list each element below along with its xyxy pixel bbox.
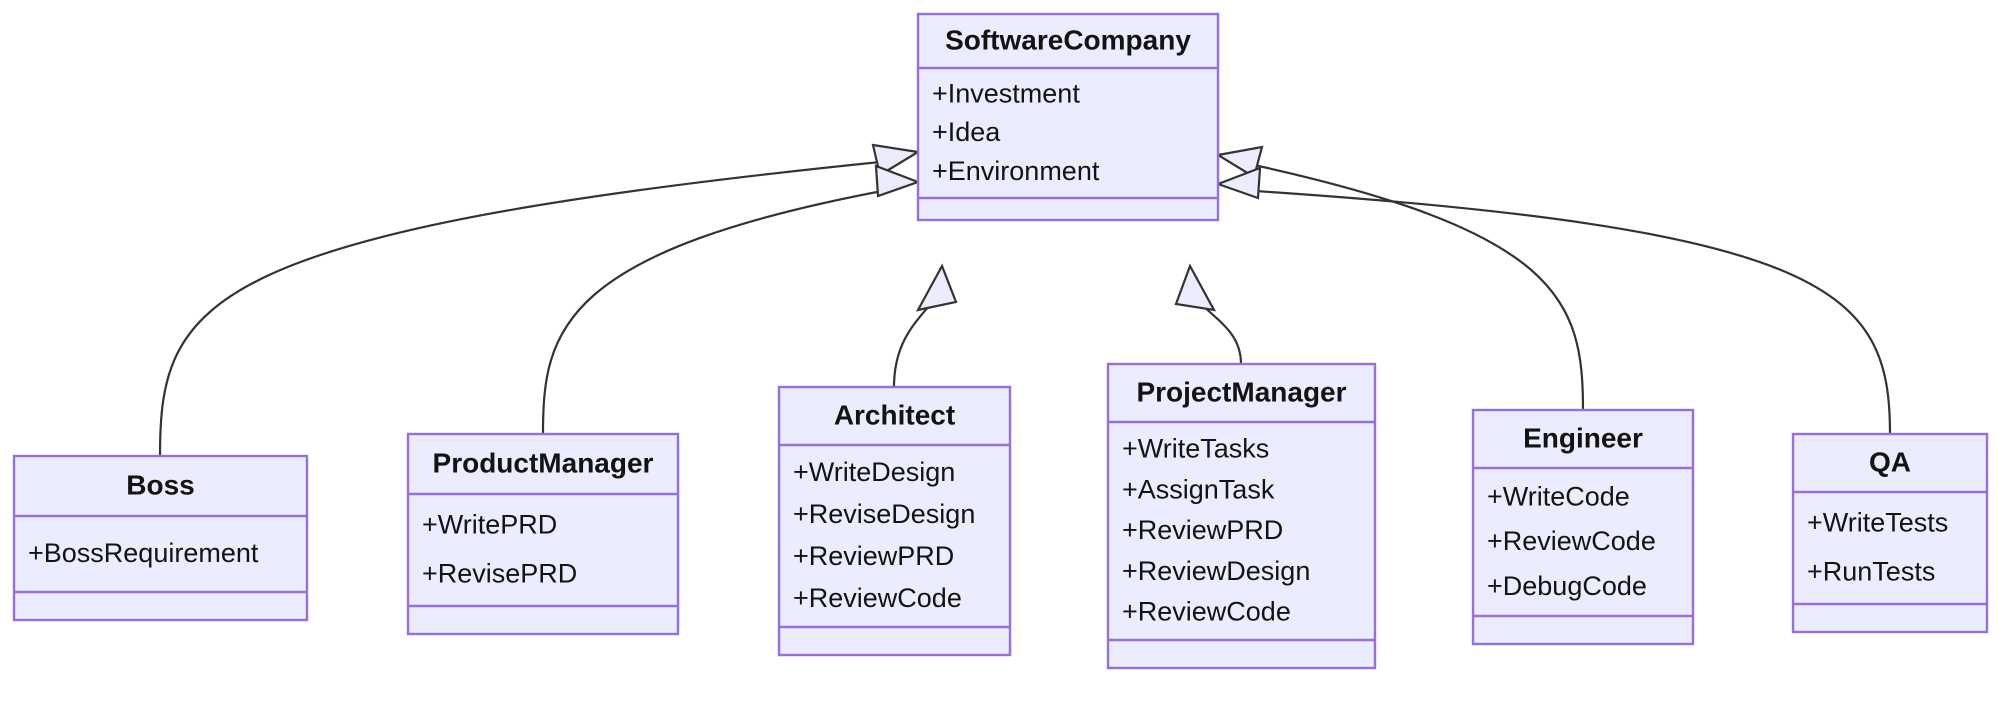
class-member-label: +ReviewCode [793,583,962,613]
class-box-outline [1471,408,1695,646]
class-member-label: +ReviewPRD [1122,515,1283,545]
generalization-arrowhead-icon [874,164,922,198]
class-name-label: Boss [126,469,194,500]
edge-engineer-to-softwarecompany[interactable] [1214,145,1585,411]
edge-boss-to-softwarecompany[interactable] [158,143,922,457]
edge-line [158,158,901,457]
class-member-label: +ReviewDesign [1122,556,1310,586]
edge-line [892,299,935,388]
edge-projectmanager-to-softwarecompany[interactable] [1174,263,1243,365]
generalization-arrowhead-icon [871,143,922,177]
class-name-label: ProjectManager [1136,376,1346,407]
edge-line [1239,188,1892,435]
class-member-label: +WriteTests [1807,508,1948,538]
class-node-engineer[interactable]: Engineer +WriteCode +ReviewCode +DebugCode [1471,408,1695,646]
class-member-label: +DebugCode [1487,571,1647,601]
class-box-outline [1106,362,1377,670]
class-member-label: +ReviewCode [1487,526,1656,556]
class-member-label: +AssignTask [1122,474,1275,504]
class-node-productmanager[interactable]: ProductManager +WritePRD +RevisePRD [406,432,680,636]
class-name-label: QA [1869,446,1911,477]
class-member-label: +WriteDesign [793,457,955,487]
class-box-outline [1791,432,1989,634]
class-member-label: +BossRequirement [28,538,259,568]
edges-layer [158,143,1892,457]
class-member-label: +ReviewPRD [793,541,954,571]
edge-line [541,186,899,435]
class-box-outline [916,12,1220,222]
class-node-projectmanager[interactable]: ProjectManager +WriteTasks +AssignTask +Rev… [1106,362,1377,670]
class-node-boss[interactable]: Boss +BossRequirement [12,454,309,622]
class-member-label: +Environment [932,156,1100,186]
edge-line [1239,160,1585,411]
class-member-label: +ReviseDesign [793,499,975,529]
class-name-label: SoftwareCompany [945,24,1191,55]
class-node-qa[interactable]: QA +WriteTests +RunTests [1791,432,1989,634]
class-member-label: +WriteCode [1487,481,1630,511]
generalization-arrowhead-icon [1214,166,1262,200]
class-node-softwarecompany[interactable]: SoftwareCompany +Investment +Idea +Environm… [916,12,1220,222]
generalization-arrowhead-icon [915,263,958,312]
edge-productmanager-to-softwarecompany[interactable] [541,164,922,435]
class-name-label: Engineer [1523,422,1643,453]
edge-architect-to-softwarecompany[interactable] [892,263,958,388]
class-name-label: Architect [834,399,955,430]
edge-qa-to-softwarecompany[interactable] [1214,166,1892,435]
class-box-outline [777,385,1012,657]
class-member-label: +RevisePRD [422,559,577,589]
class-member-label: +ReviewCode [1122,597,1291,627]
class-member-label: +RunTests [1807,557,1935,587]
class-member-label: +Investment [932,78,1080,108]
class-member-label: +WriteTasks [1122,434,1269,464]
class-member-label: +Idea [932,117,1001,147]
generalization-arrowhead-icon [1214,145,1264,179]
nodes-layer: SoftwareCompany +Investment +Idea +Environm… [12,12,1989,670]
class-name-label: ProductManager [433,447,654,478]
class-node-architect[interactable]: Architect +WriteDesign +ReviseDesign +Revie… [777,385,1012,657]
class-box-outline [406,432,680,636]
class-member-label: +WritePRD [422,510,557,540]
generalization-arrowhead-icon [1174,263,1217,312]
